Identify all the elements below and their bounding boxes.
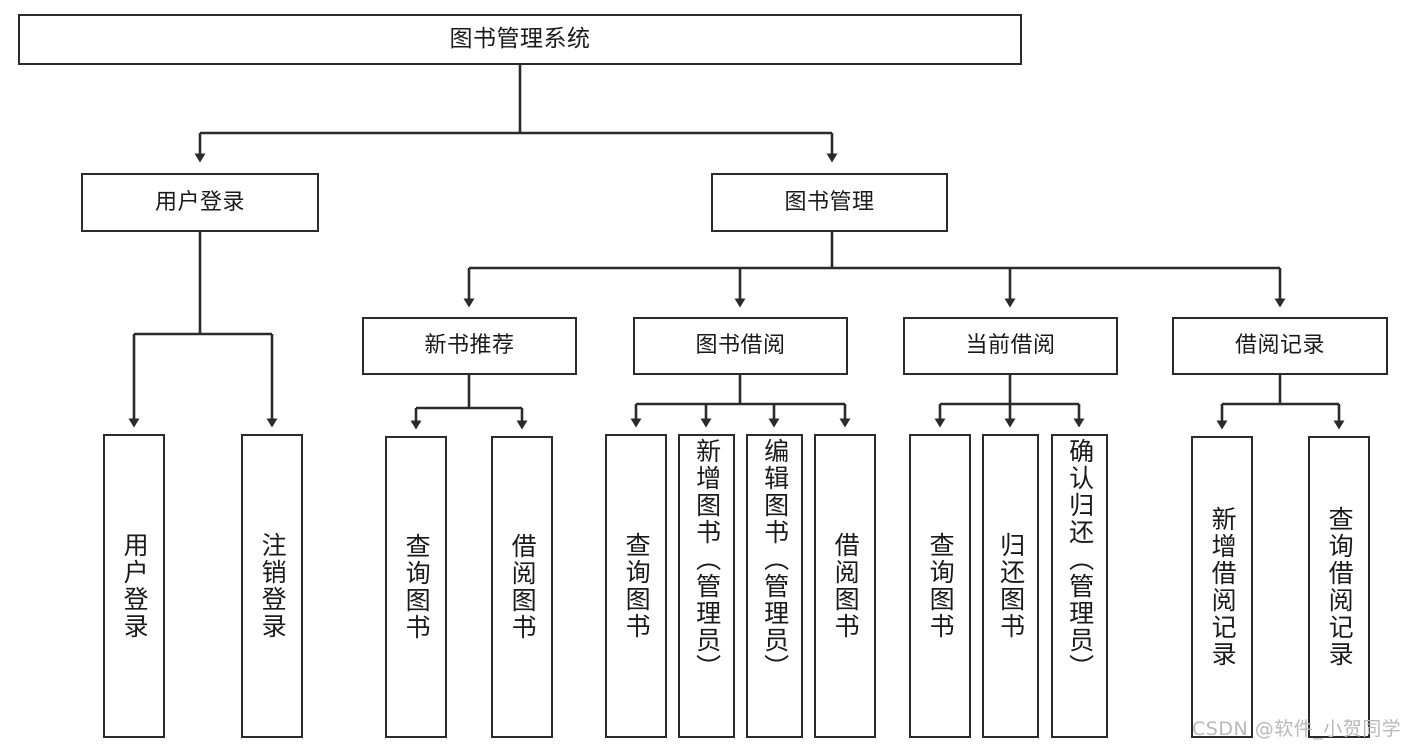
node-label: 图书借阅: [695, 333, 786, 359]
node-leaf-query-borrow-record[interactable]: 查询借阅记录: [1308, 436, 1370, 738]
node-leaf-query-book-3[interactable]: 查询图书: [909, 434, 971, 738]
node-leaf-add-book-admin[interactable]: 新增图书（管理员）: [678, 434, 735, 738]
node-leaf-user-login[interactable]: 用户登录: [103, 434, 165, 738]
node-borrow-record[interactable]: 借阅记录: [1172, 317, 1388, 375]
node-leaf-query-book-1[interactable]: 查询图书: [385, 436, 447, 738]
node-label: 新增借阅记录: [1208, 506, 1238, 668]
node-label: 归还图书: [996, 532, 1026, 640]
node-label: 查询图书: [402, 533, 432, 641]
node-label: 用户登录: [120, 532, 150, 640]
node-label: 图书管理: [784, 189, 875, 215]
node-label: 编辑图书（管理员）: [760, 438, 790, 681]
node-book-borrow[interactable]: 图书借阅: [633, 317, 848, 375]
node-label: 查询图书: [926, 532, 956, 640]
node-new-book-recommend[interactable]: 新书推荐: [362, 317, 577, 375]
node-label: 查询图书: [622, 532, 652, 640]
node-root-book-management-system[interactable]: 图书管理系统: [18, 14, 1022, 65]
node-leaf-query-book-2[interactable]: 查询图书: [605, 434, 667, 738]
node-label: 借阅记录: [1234, 333, 1325, 359]
node-label: 注销登录: [258, 532, 288, 640]
node-leaf-borrow-book-1[interactable]: 借阅图书: [491, 436, 553, 738]
node-leaf-confirm-return-admin[interactable]: 确认归还（管理员）: [1051, 434, 1108, 738]
node-leaf-add-borrow-record[interactable]: 新增借阅记录: [1191, 436, 1253, 738]
node-label: 新增图书（管理员）: [692, 438, 722, 681]
node-leaf-edit-book-admin[interactable]: 编辑图书（管理员）: [746, 434, 803, 738]
node-label: 当前借阅: [965, 333, 1056, 359]
node-label: 借阅图书: [831, 532, 861, 640]
node-label: 借阅图书: [508, 533, 538, 641]
node-leaf-user-logout[interactable]: 注销登录: [241, 434, 303, 738]
node-leaf-return-book[interactable]: 归还图书: [982, 434, 1039, 738]
node-current-borrow[interactable]: 当前借阅: [903, 317, 1118, 375]
node-label: 新书推荐: [424, 333, 515, 359]
node-leaf-borrow-book-2[interactable]: 借阅图书: [814, 434, 876, 738]
node-book-management[interactable]: 图书管理: [711, 173, 948, 232]
node-user-login[interactable]: 用户登录: [81, 173, 319, 232]
node-label: 确认归还（管理员）: [1065, 438, 1095, 681]
node-label: 用户登录: [154, 189, 245, 215]
node-label: 查询借阅记录: [1325, 506, 1355, 668]
node-label: 图书管理系统: [449, 25, 591, 52]
